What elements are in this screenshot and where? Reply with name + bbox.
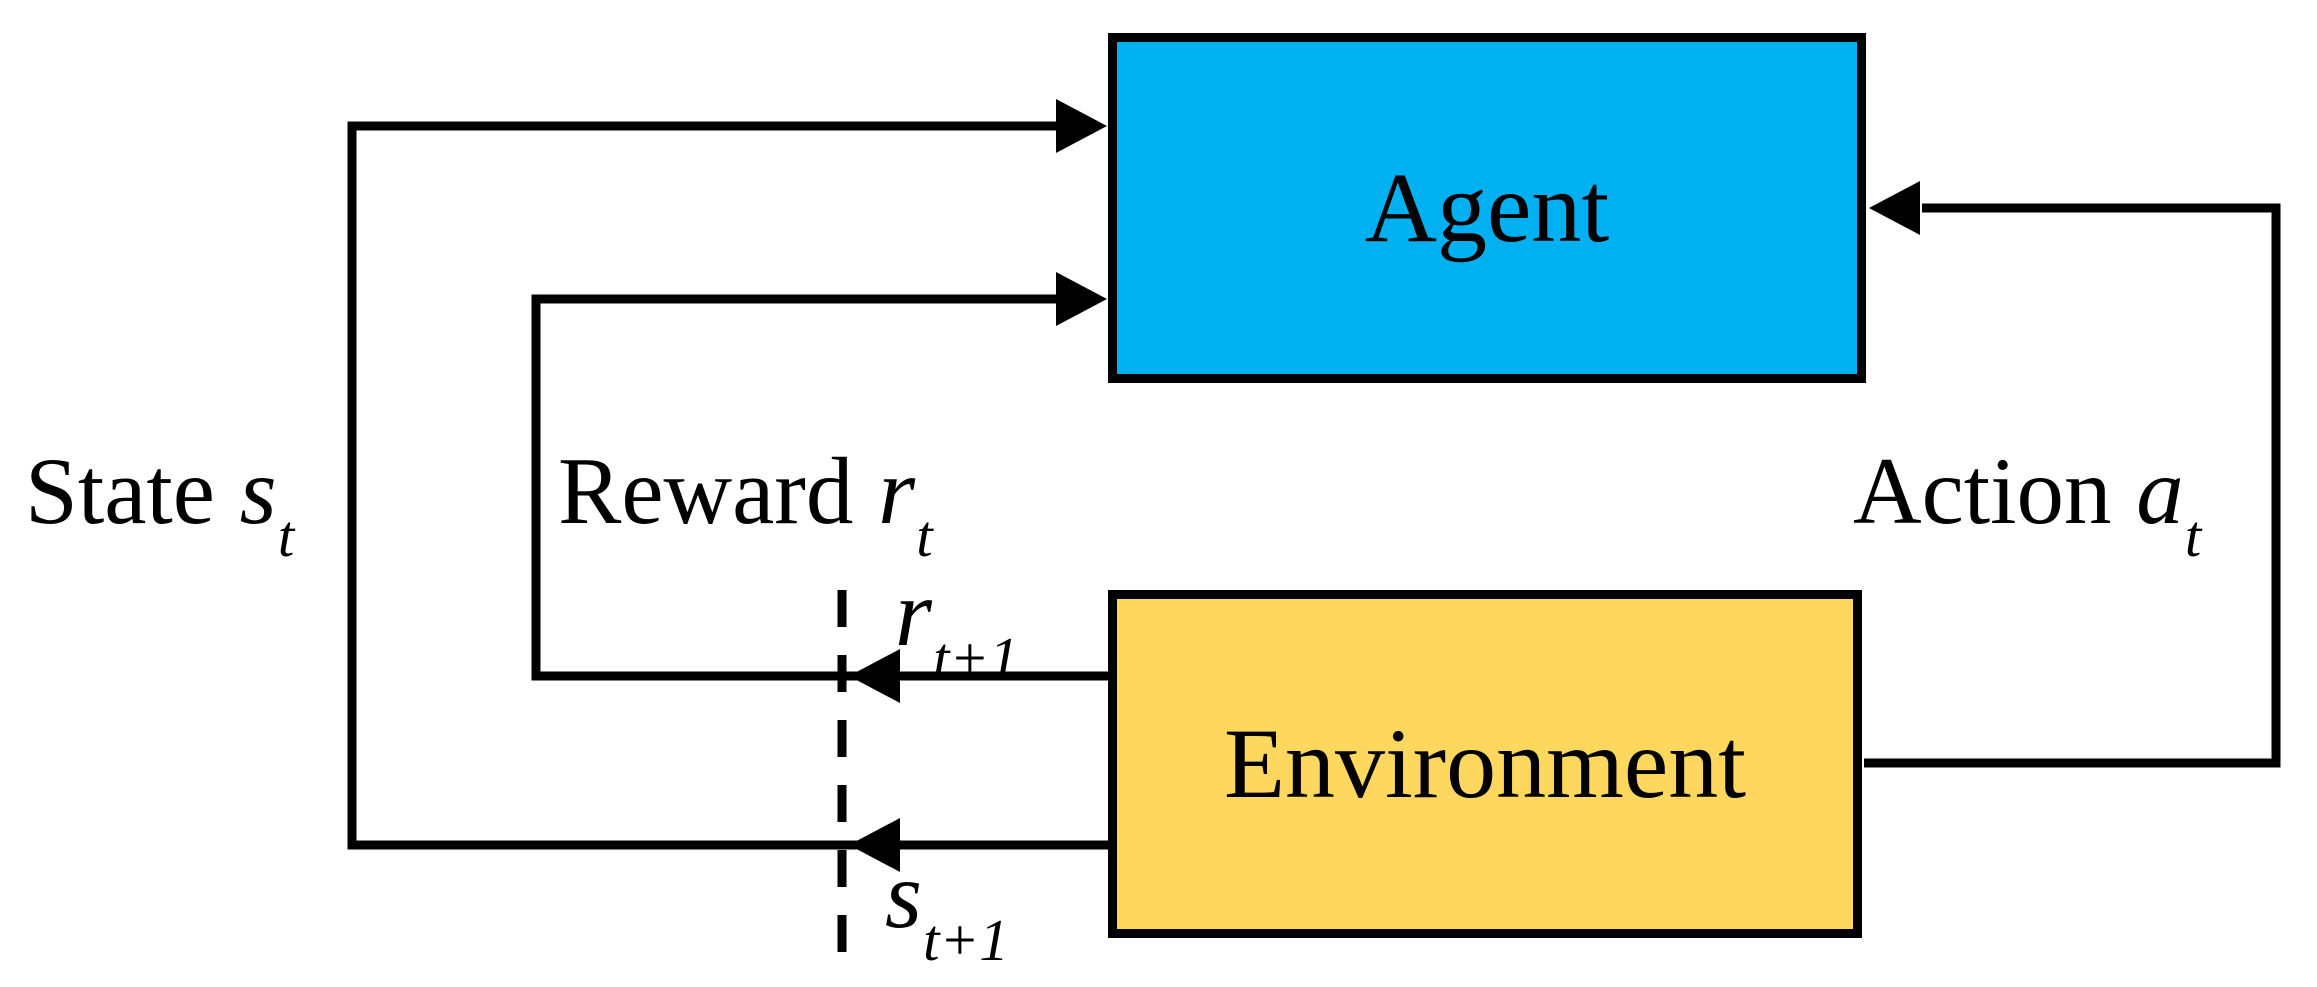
reward-next-label: rt+1 xyxy=(895,566,1019,688)
reward-into-agent-arrowhead xyxy=(1056,272,1107,326)
environment-label: Environment xyxy=(1223,708,1747,819)
action-word: Action xyxy=(1853,438,2112,544)
state-into-agent-arrowhead xyxy=(1056,99,1107,153)
state-subscript: t xyxy=(277,503,295,569)
action-symbol: a xyxy=(2136,438,2184,544)
agent-label: Agent xyxy=(1364,152,1610,263)
state-symbol: s xyxy=(239,438,277,544)
state-next-symbol: s xyxy=(885,842,922,948)
reward-next-symbol: r xyxy=(895,560,932,666)
action-subscript: t xyxy=(2184,503,2202,569)
reward-subscript: t xyxy=(916,503,933,569)
state-next-subscript: t+1 xyxy=(923,907,1009,973)
action-into-agent-arrowhead xyxy=(1869,181,1920,235)
state-word: State xyxy=(25,438,215,544)
state-next-label: st+1 xyxy=(885,848,1009,970)
reward-next-subscript: t+1 xyxy=(933,625,1019,691)
agent-box: Agent xyxy=(1108,33,1866,383)
environment-box: Environment xyxy=(1108,590,1862,938)
reward-symbol: r xyxy=(878,438,916,544)
reward-next-arrowhead xyxy=(849,649,900,703)
reward-word: Reward xyxy=(558,438,854,544)
